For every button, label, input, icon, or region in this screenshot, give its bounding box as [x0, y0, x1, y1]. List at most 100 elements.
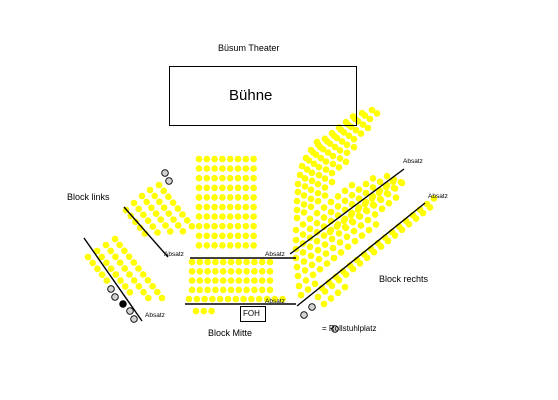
seat [322, 166, 330, 173]
seat [313, 209, 321, 217]
seat [203, 242, 211, 249]
landing-line-left-lower [83, 237, 143, 322]
seat [226, 203, 234, 211]
seat [139, 271, 147, 278]
seat [121, 247, 128, 255]
seat [391, 232, 399, 239]
seat [296, 171, 304, 179]
seat [84, 253, 92, 261]
seat [362, 180, 370, 188]
seat [211, 232, 218, 240]
seat [328, 235, 336, 243]
seat [216, 295, 224, 303]
seat [195, 242, 203, 249]
seat [219, 213, 226, 220]
seat [335, 164, 343, 171]
seat [334, 289, 342, 297]
seat [292, 236, 300, 244]
seat [320, 232, 328, 239]
seat [390, 184, 398, 192]
seat [203, 222, 211, 230]
seat [196, 277, 204, 284]
seat [203, 174, 211, 182]
seat [368, 106, 376, 114]
seat [242, 242, 250, 249]
seat [343, 233, 351, 241]
seat [314, 246, 322, 254]
seat [234, 213, 242, 220]
seat [203, 213, 211, 220]
seat [308, 261, 316, 269]
seat [250, 213, 257, 220]
seat [314, 293, 322, 301]
stage-label: Bühne [229, 87, 273, 104]
seat [333, 134, 341, 142]
seat [204, 268, 211, 275]
seat [107, 265, 115, 273]
seat [383, 190, 391, 197]
seat [314, 197, 322, 205]
seat [135, 265, 142, 272]
seat [364, 124, 372, 132]
seat [140, 211, 147, 219]
seat [103, 277, 111, 284]
wheelchair-space [107, 285, 115, 293]
seat [295, 282, 303, 290]
seat [234, 184, 242, 192]
seat [195, 194, 203, 201]
seat [234, 194, 242, 201]
seat [348, 181, 356, 189]
seat [250, 155, 257, 163]
seat [121, 283, 129, 290]
landing-label-middle-bottom: Absatz [265, 298, 285, 305]
seat [357, 130, 365, 137]
seat [242, 155, 250, 163]
seat [188, 223, 196, 230]
seat [357, 222, 365, 229]
seat [146, 186, 154, 194]
seat [375, 189, 383, 197]
seat [321, 184, 329, 191]
seat [98, 271, 106, 279]
wheelchair-space [111, 293, 119, 301]
seat [130, 199, 138, 207]
seat [309, 271, 317, 279]
seat [204, 286, 211, 294]
seat [227, 268, 235, 275]
seat [219, 184, 226, 192]
seat [185, 295, 193, 303]
seat [203, 232, 211, 240]
stage-area [169, 66, 357, 126]
seat [250, 242, 257, 249]
seat [145, 294, 152, 302]
seat [349, 265, 357, 273]
seat [188, 286, 196, 294]
seat [143, 198, 150, 206]
seat [125, 253, 133, 260]
seat [130, 277, 138, 284]
seat [211, 155, 218, 163]
legend-text: = Rollstuhlplatz [322, 324, 377, 333]
block-middle-label: Block Mitte [208, 328, 253, 338]
seat [372, 221, 380, 228]
seat [306, 215, 314, 223]
seat [170, 216, 177, 223]
seat [242, 222, 250, 230]
theater-title: Büsum Theater [218, 43, 280, 53]
seat [89, 259, 96, 267]
seat [327, 208, 335, 216]
seat [212, 268, 219, 275]
seat [334, 193, 342, 200]
seat [336, 239, 344, 246]
seat [232, 295, 240, 303]
seat [193, 295, 201, 303]
seat [330, 254, 338, 262]
seat [103, 259, 110, 267]
legend-wheelchair-symbol [331, 325, 339, 333]
seat [234, 155, 242, 163]
seat [305, 157, 313, 164]
seat [326, 228, 334, 236]
seat [209, 295, 216, 303]
landing-line-right-lower [296, 202, 426, 307]
seat [322, 158, 330, 165]
